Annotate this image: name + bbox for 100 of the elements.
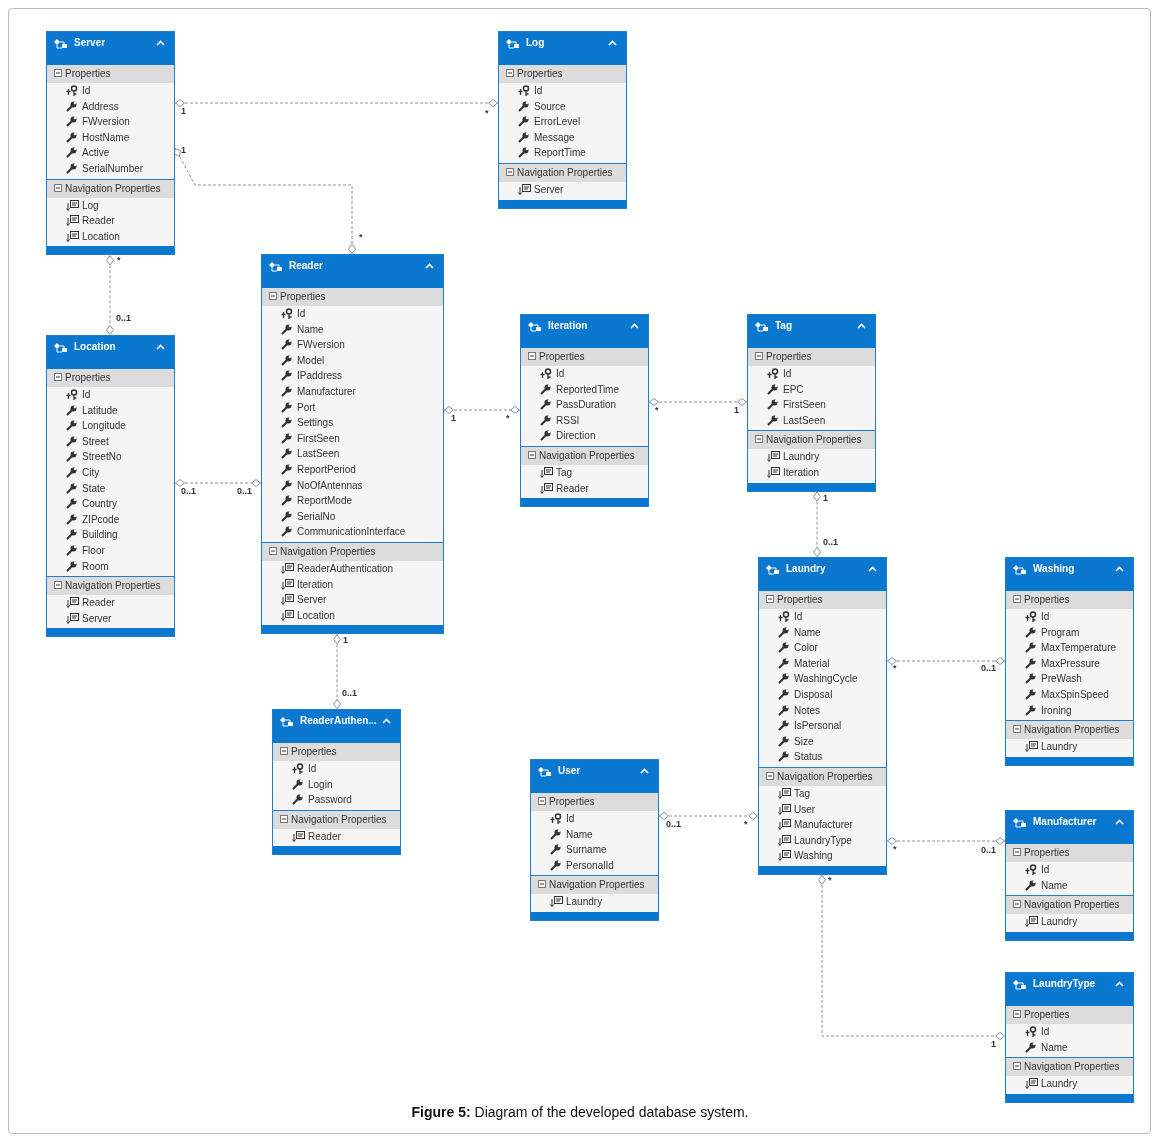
property-name: Laundry (1041, 741, 1078, 753)
multiplicity-label: 0..1 (181, 486, 196, 496)
multiplicity-label: * (359, 232, 363, 242)
entity-name: Iteration (548, 320, 588, 331)
property-name: PreWash (1041, 673, 1082, 685)
entity-box (1005, 810, 1134, 941)
multiplicity-label: 0..1 (823, 537, 838, 547)
property-name: SerialNo (297, 510, 336, 522)
entity-box (530, 759, 659, 921)
property-name: Street (82, 435, 109, 447)
multiplicity-label: 1 (451, 413, 456, 423)
entity-name: Tag (775, 320, 793, 331)
property-name: IsPersonal (794, 720, 842, 732)
multiplicity-label: * (744, 819, 748, 829)
multiplicity-label: * (506, 413, 510, 423)
property-name: Iteration (297, 578, 334, 590)
section-title: Properties (517, 68, 563, 79)
property-name: Login (308, 778, 333, 790)
entity-name: ReaderAuthen... (300, 715, 377, 726)
property-name: ReaderAuthentication (297, 562, 394, 574)
property-name: Notes (794, 704, 821, 716)
property-name: Ironing (1041, 704, 1072, 716)
property-name: Id (82, 85, 91, 96)
property-name: Tag (794, 787, 811, 799)
property-name: Surname (566, 844, 607, 856)
multiplicity-label: 0..1 (981, 845, 996, 855)
section-title: Navigation Properties (1024, 1061, 1120, 1073)
property-name: Direction (556, 430, 596, 442)
property-name: Reader (82, 597, 115, 609)
property-name: Log (82, 199, 99, 211)
property-name: MaxTemperature (1041, 642, 1117, 654)
property-name: Server (297, 594, 327, 606)
property-name: Iteration (783, 466, 820, 478)
property-name: Id (534, 85, 543, 96)
property-name: HostName (82, 131, 130, 143)
multiplicity-label: 1 (991, 1039, 996, 1049)
multiplicity-label: * (485, 108, 489, 118)
property-name: WashingCycle (794, 673, 858, 685)
property-name: Port (297, 401, 316, 413)
property-name: Size (794, 735, 814, 747)
section-title: Navigation Properties (777, 770, 873, 782)
section-title: Navigation Properties (549, 879, 645, 891)
property-name: Floor (82, 544, 105, 556)
property-name: ZIPcode (82, 513, 120, 525)
property-name: Settings (297, 417, 334, 429)
property-name: Id (82, 389, 91, 400)
property-name: Reader (556, 482, 589, 494)
entity-name: LaundryType (1033, 978, 1096, 989)
multiplicity-label: 1 (181, 145, 186, 155)
property-name: MaxSpinSpeed (1041, 688, 1109, 700)
multiplicity-label: 1 (734, 405, 739, 415)
association-line (443, 406, 521, 414)
multiplicity-label: 1 (343, 635, 348, 645)
property-name: Laundry (1041, 916, 1078, 928)
multiplicity-label: * (893, 663, 897, 673)
property-name: User (794, 803, 816, 815)
property-name: Id (794, 611, 803, 622)
property-name: PersonalId (566, 859, 614, 871)
section-title: Navigation Properties (1024, 899, 1120, 911)
section-title: Properties (766, 351, 812, 362)
property-name: NoOfAntennas (297, 479, 363, 491)
association-line (333, 633, 341, 710)
entity-box (747, 314, 876, 492)
property-name: Name (794, 626, 821, 638)
property-name: Id (1041, 864, 1050, 875)
multiplicity-label: 0..1 (342, 688, 357, 698)
property-name: Program (1041, 626, 1080, 638)
property-name: FWversion (297, 339, 345, 351)
section-title: Properties (65, 68, 111, 79)
multiplicity-label: 1 (181, 106, 186, 116)
property-name: Location (82, 230, 120, 242)
property-name: Tag (556, 466, 573, 478)
property-name: Reader (82, 215, 115, 227)
multiplicity-label: 0..1 (981, 663, 996, 673)
entity-name: Log (526, 37, 545, 48)
property-name: Manufacturer (794, 819, 853, 831)
entity-name: Location (74, 341, 116, 352)
entity-name: Laundry (786, 563, 826, 574)
section-title: Properties (1024, 847, 1070, 858)
property-name: LaundryType (794, 834, 852, 846)
section-title: Navigation Properties (766, 434, 862, 446)
multiplicity-label: * (893, 844, 897, 854)
property-name: Name (566, 828, 593, 840)
property-name: Id (1041, 1026, 1050, 1037)
entity-box (261, 254, 444, 635)
multiplicity-label: 0..1 (116, 313, 131, 323)
property-name: Name (297, 323, 324, 335)
property-name: Source (534, 100, 566, 112)
entity-box (1005, 557, 1134, 766)
section-title: Properties (291, 746, 337, 757)
multiplicity-label: * (828, 875, 832, 885)
section-title: Navigation Properties (65, 182, 161, 194)
property-name: Washing (794, 850, 833, 862)
property-name: Message (534, 131, 575, 143)
property-name: Server (82, 612, 112, 624)
section-title: Properties (549, 796, 595, 807)
property-name: ErrorLevel (534, 116, 581, 128)
section-title: Navigation Properties (1024, 724, 1120, 736)
property-name: Material (794, 657, 830, 669)
property-name: Country (82, 498, 117, 510)
